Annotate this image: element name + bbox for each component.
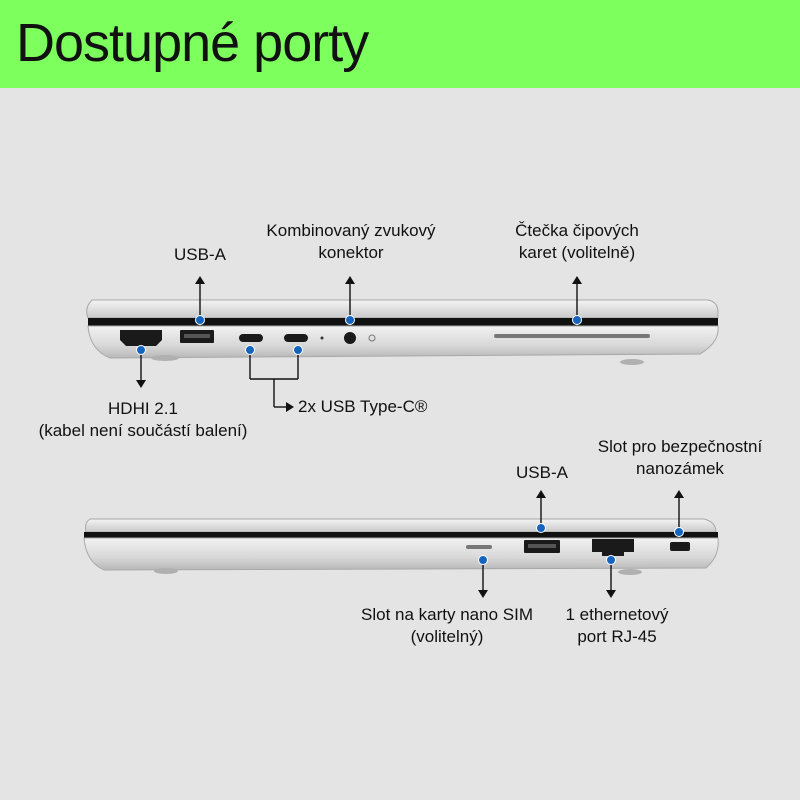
laptop-left-side: [86, 299, 719, 365]
label-sim-line2: (volitelný): [410, 627, 484, 646]
marker-usb-a-right: [536, 523, 546, 533]
label-sim-line1: Slot na karty nano SIM: [361, 605, 533, 624]
label-sim: Slot na karty nano SIM (volitelný): [340, 604, 554, 648]
marker-usb-c-2: [293, 345, 303, 355]
bottom-callout-lines: [478, 490, 684, 598]
sim-slot: [466, 545, 492, 549]
label-card-reader-line2: karet (volitelně): [518, 243, 636, 262]
audio-jack: [344, 332, 356, 344]
top-callout-lines: [136, 276, 582, 412]
label-card-reader-line1: Čtečka čipových: [515, 221, 639, 240]
label-audio: Kombinovaný zvukový konektor: [246, 220, 456, 264]
security-lock-slot: [670, 542, 690, 551]
label-lock-line1: Slot pro bezpečnostní: [597, 437, 763, 456]
label-lock: Slot pro bezpečnostní nanozámek: [570, 436, 790, 480]
marker-usb-a: [195, 315, 205, 325]
label-hdmi-line2: (kabel není součástí balení): [38, 421, 248, 440]
laptop-right-side: [83, 518, 719, 575]
marker-audio: [345, 315, 355, 325]
label-ethernet-line1: 1 ethernetový: [565, 605, 669, 624]
label-usb-c: 2x USB Type-C®: [298, 397, 428, 416]
usb-c-port-1: [239, 334, 263, 342]
marker-lock: [674, 527, 684, 537]
top-markers: [136, 315, 582, 355]
label-lock-line2: nanozámek: [636, 459, 724, 478]
label-card-reader: Čtečka čipových karet (volitelně): [482, 220, 672, 264]
marker-card-reader: [572, 315, 582, 325]
label-hdmi: HDHI 2.1 (kabel není součástí balení): [16, 398, 270, 442]
rj45-port: [592, 539, 634, 556]
label-hdmi-line1: HDHI 2.1: [108, 399, 178, 418]
bottom-markers: [478, 523, 684, 565]
hdmi-port: [120, 330, 162, 346]
label-audio-line1: Kombinovaný zvukový: [266, 221, 436, 240]
marker-sim: [478, 555, 488, 565]
marker-hdmi: [136, 345, 146, 355]
smart-card-slot: [494, 334, 650, 338]
marker-usb-c-1: [245, 345, 255, 355]
label-usb-a-left: USB-A: [174, 245, 226, 264]
label-usb-a-right: USB-A: [516, 463, 568, 482]
label-ethernet: 1 ethernetový port RJ-45: [552, 604, 682, 648]
marker-rj45: [606, 555, 616, 565]
label-audio-line2: konektor: [318, 243, 384, 262]
usb-c-port-2: [284, 334, 308, 342]
page-title: Dostupné porty: [16, 13, 369, 73]
header-banner: Dostupné porty: [0, 0, 800, 88]
label-ethernet-line2: port RJ-45: [577, 627, 657, 646]
